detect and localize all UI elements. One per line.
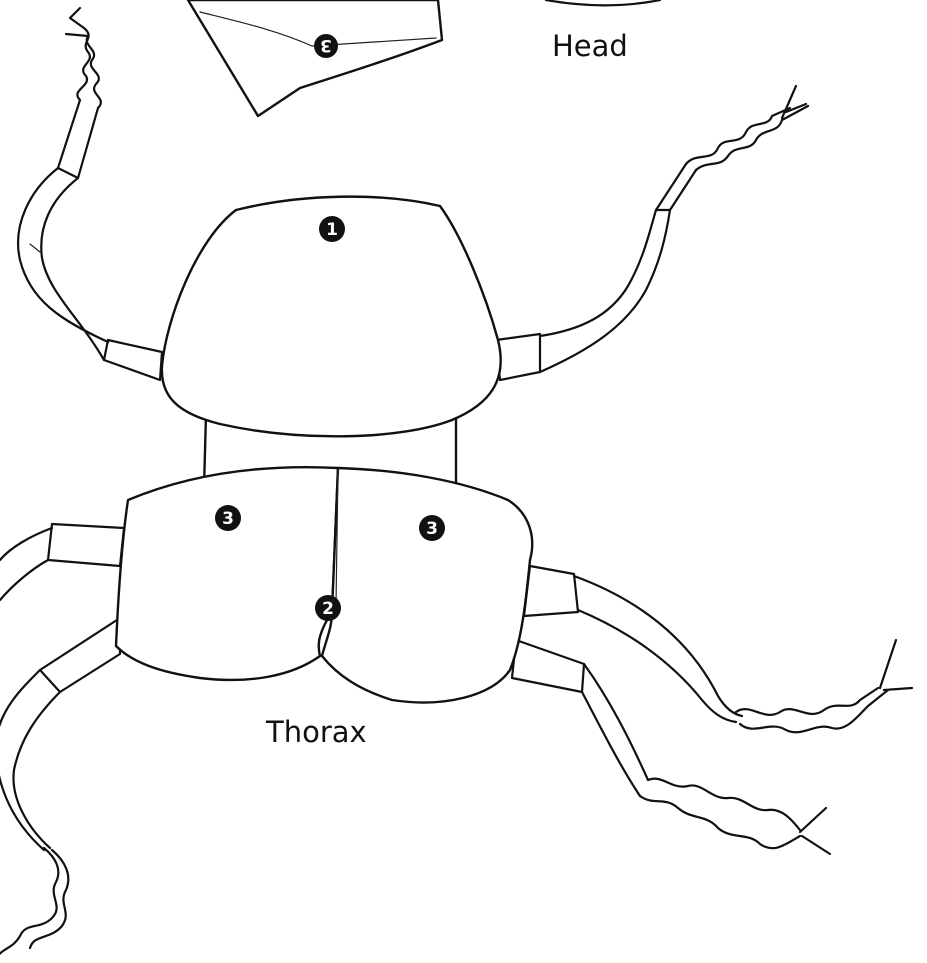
marker-pronotum: 1 [319,216,345,242]
mid-left-leg [0,524,124,600]
mid-right-leg [524,566,912,732]
front-left-leg [18,8,162,380]
elytra [116,467,532,702]
svg-text:2: 2 [322,599,334,619]
hind-left-leg [0,618,120,960]
head-label: Head [552,29,628,63]
svg-text:3: 3 [320,35,332,55]
marker-left-elytron: 3 [215,505,241,531]
svg-text:3: 3 [222,509,234,529]
front-right-leg [496,86,808,380]
marker-center: 2 [315,595,341,621]
thorax-label: Thorax [265,715,367,749]
marker-right-elytron: 3 [419,515,445,541]
left-elytron [116,467,338,680]
marker-head-piece: 3 [314,34,338,58]
svg-text:1: 1 [326,220,338,240]
hind-right-leg [512,640,830,854]
svg-text:3: 3 [426,519,438,539]
right-elytron [322,468,532,702]
